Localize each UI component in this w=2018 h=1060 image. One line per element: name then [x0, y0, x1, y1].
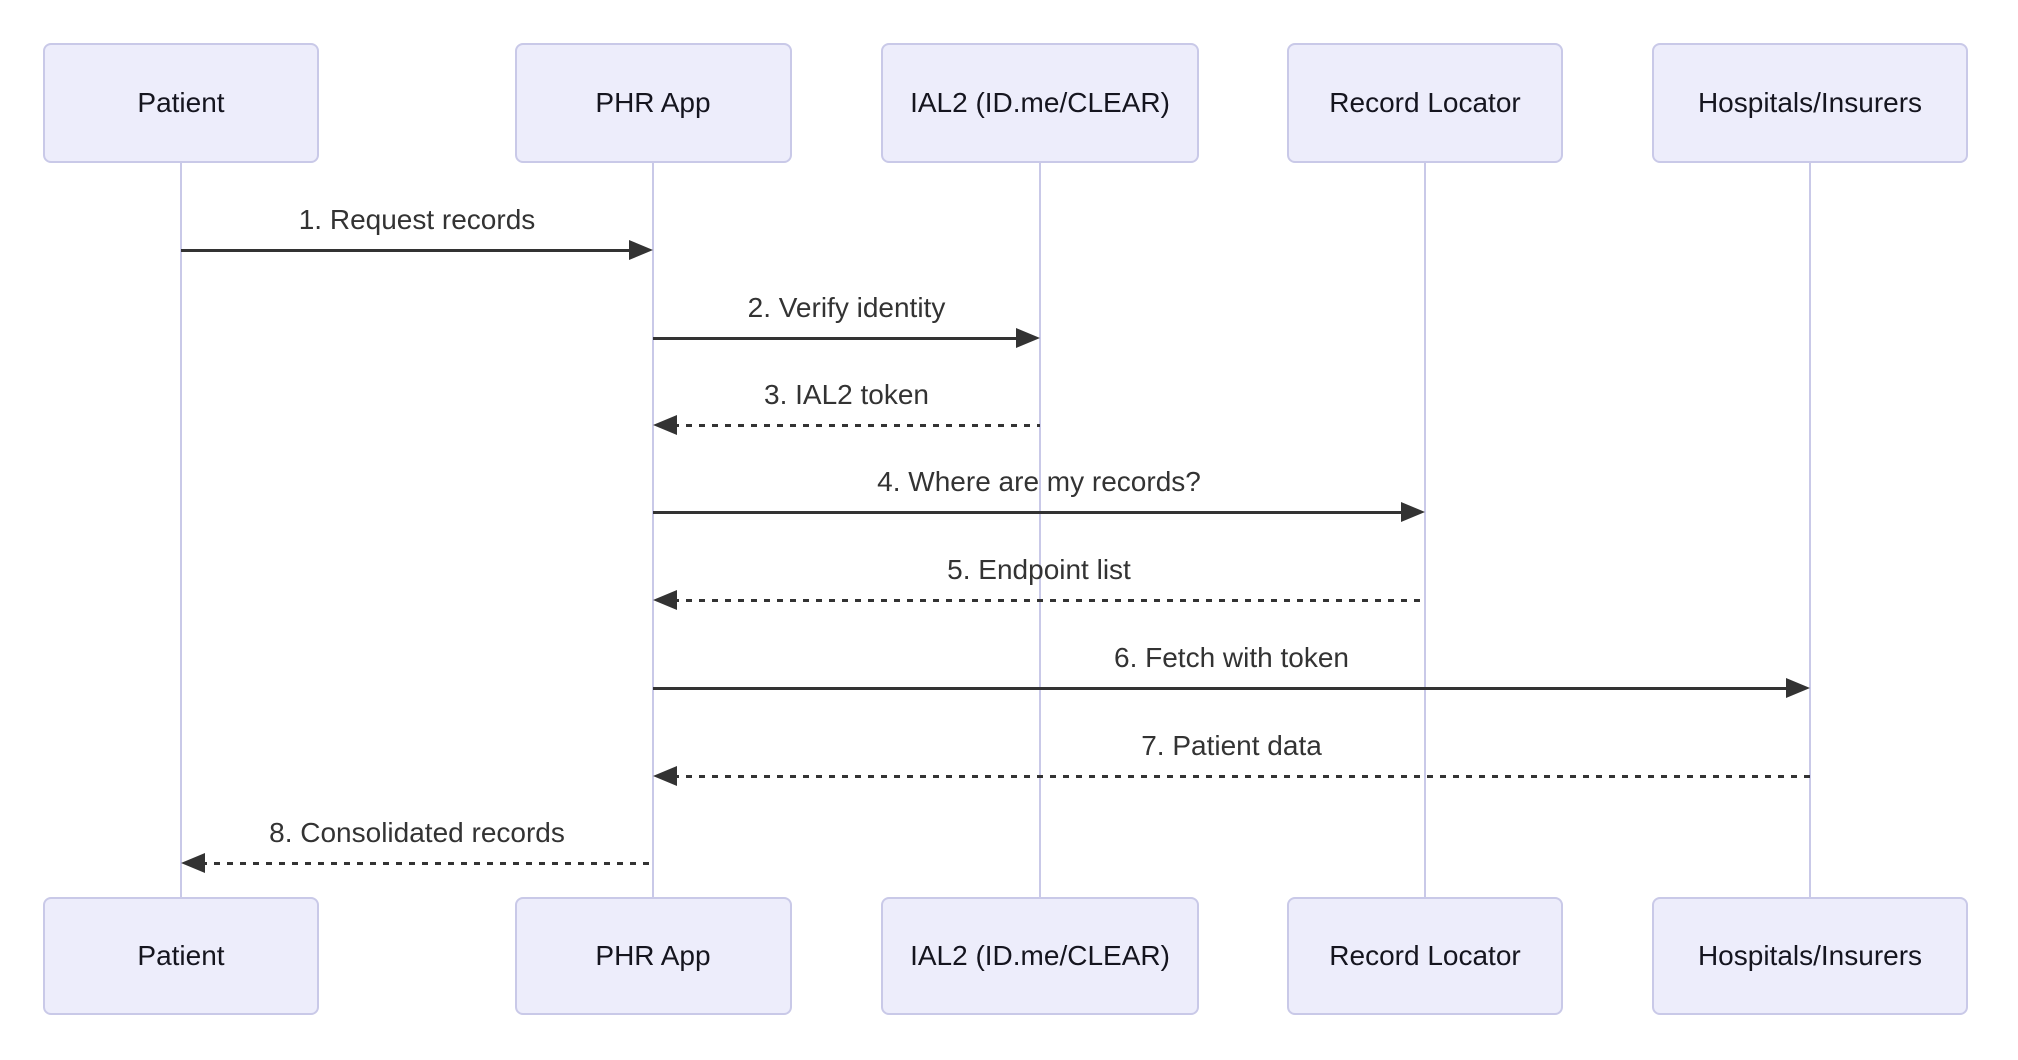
message-line-7: [673, 775, 1810, 778]
actor-label-hospitals-insurers: Hospitals/Insurers: [1697, 940, 1923, 971]
actor-record-locator-bottom: Record Locator: [1287, 897, 1563, 1015]
message-arrowhead-6: [1786, 678, 1810, 698]
message-arrowhead-2: [1016, 328, 1040, 348]
actor-label-patient: Patient: [137, 87, 225, 118]
actor-phr-app-bottom: PHR App: [514, 897, 792, 1015]
message-line-1: [181, 249, 633, 252]
message-line-3: [673, 424, 1040, 427]
message-line-2: [653, 337, 1020, 340]
actor-label-record-locator: Record Locator: [1329, 940, 1521, 971]
actor-label-patient: Patient: [137, 940, 225, 971]
message-label-6: 6. Fetch with token: [1113, 642, 1350, 673]
message-label-8: 8. Consolidated records: [269, 817, 565, 848]
actor-label-phr-app: PHR App: [595, 940, 711, 971]
message-arrowhead-8: [181, 853, 205, 873]
actor-label-ial2: IAL2 (ID.me/CLEAR): [910, 87, 1170, 118]
message-label-3: 3. IAL2 token: [763, 379, 930, 410]
actor-label-phr-app: PHR App: [595, 87, 711, 118]
message-line-6: [653, 687, 1790, 690]
actor-hospitals-insurers-top: Hospitals/Insurers: [1652, 43, 1968, 163]
message-label-7: 7. Patient data: [1141, 730, 1322, 761]
lifeline-hospitals-insurers: [1809, 163, 1811, 897]
message-line-5: [673, 599, 1425, 602]
actor-label-record-locator: Record Locator: [1329, 87, 1521, 118]
message-arrowhead-5: [653, 590, 677, 610]
actor-ial2-bottom: IAL2 (ID.me/CLEAR): [881, 897, 1199, 1015]
actor-patient-bottom: Patient: [43, 897, 319, 1015]
message-arrowhead-1: [629, 240, 653, 260]
lifeline-patient: [180, 163, 182, 897]
actor-label-ial2: IAL2 (ID.me/CLEAR): [910, 940, 1170, 971]
message-label-1: 1. Request records: [298, 204, 536, 235]
actor-label-hospitals-insurers: Hospitals/Insurers: [1697, 87, 1923, 118]
message-label-5: 5. Endpoint list: [947, 554, 1131, 585]
message-line-8: [201, 862, 653, 865]
message-line-4: [653, 511, 1405, 514]
message-arrowhead-4: [1401, 502, 1425, 522]
message-label-2: 2. Verify identity: [747, 292, 946, 323]
message-label-4: 4. Where are my records?: [877, 466, 1201, 497]
actor-record-locator-top: Record Locator: [1287, 43, 1563, 163]
actor-patient-top: Patient: [43, 43, 319, 163]
actor-ial2-top: IAL2 (ID.me/CLEAR): [881, 43, 1199, 163]
lifeline-ial2: [1039, 163, 1041, 897]
message-arrowhead-7: [653, 766, 677, 786]
lifeline-record-locator: [1424, 163, 1426, 897]
actor-hospitals-insurers-bottom: Hospitals/Insurers: [1652, 897, 1968, 1015]
actor-phr-app-top: PHR App: [514, 43, 792, 163]
message-arrowhead-3: [653, 415, 677, 435]
lifeline-phr-app: [652, 163, 654, 897]
